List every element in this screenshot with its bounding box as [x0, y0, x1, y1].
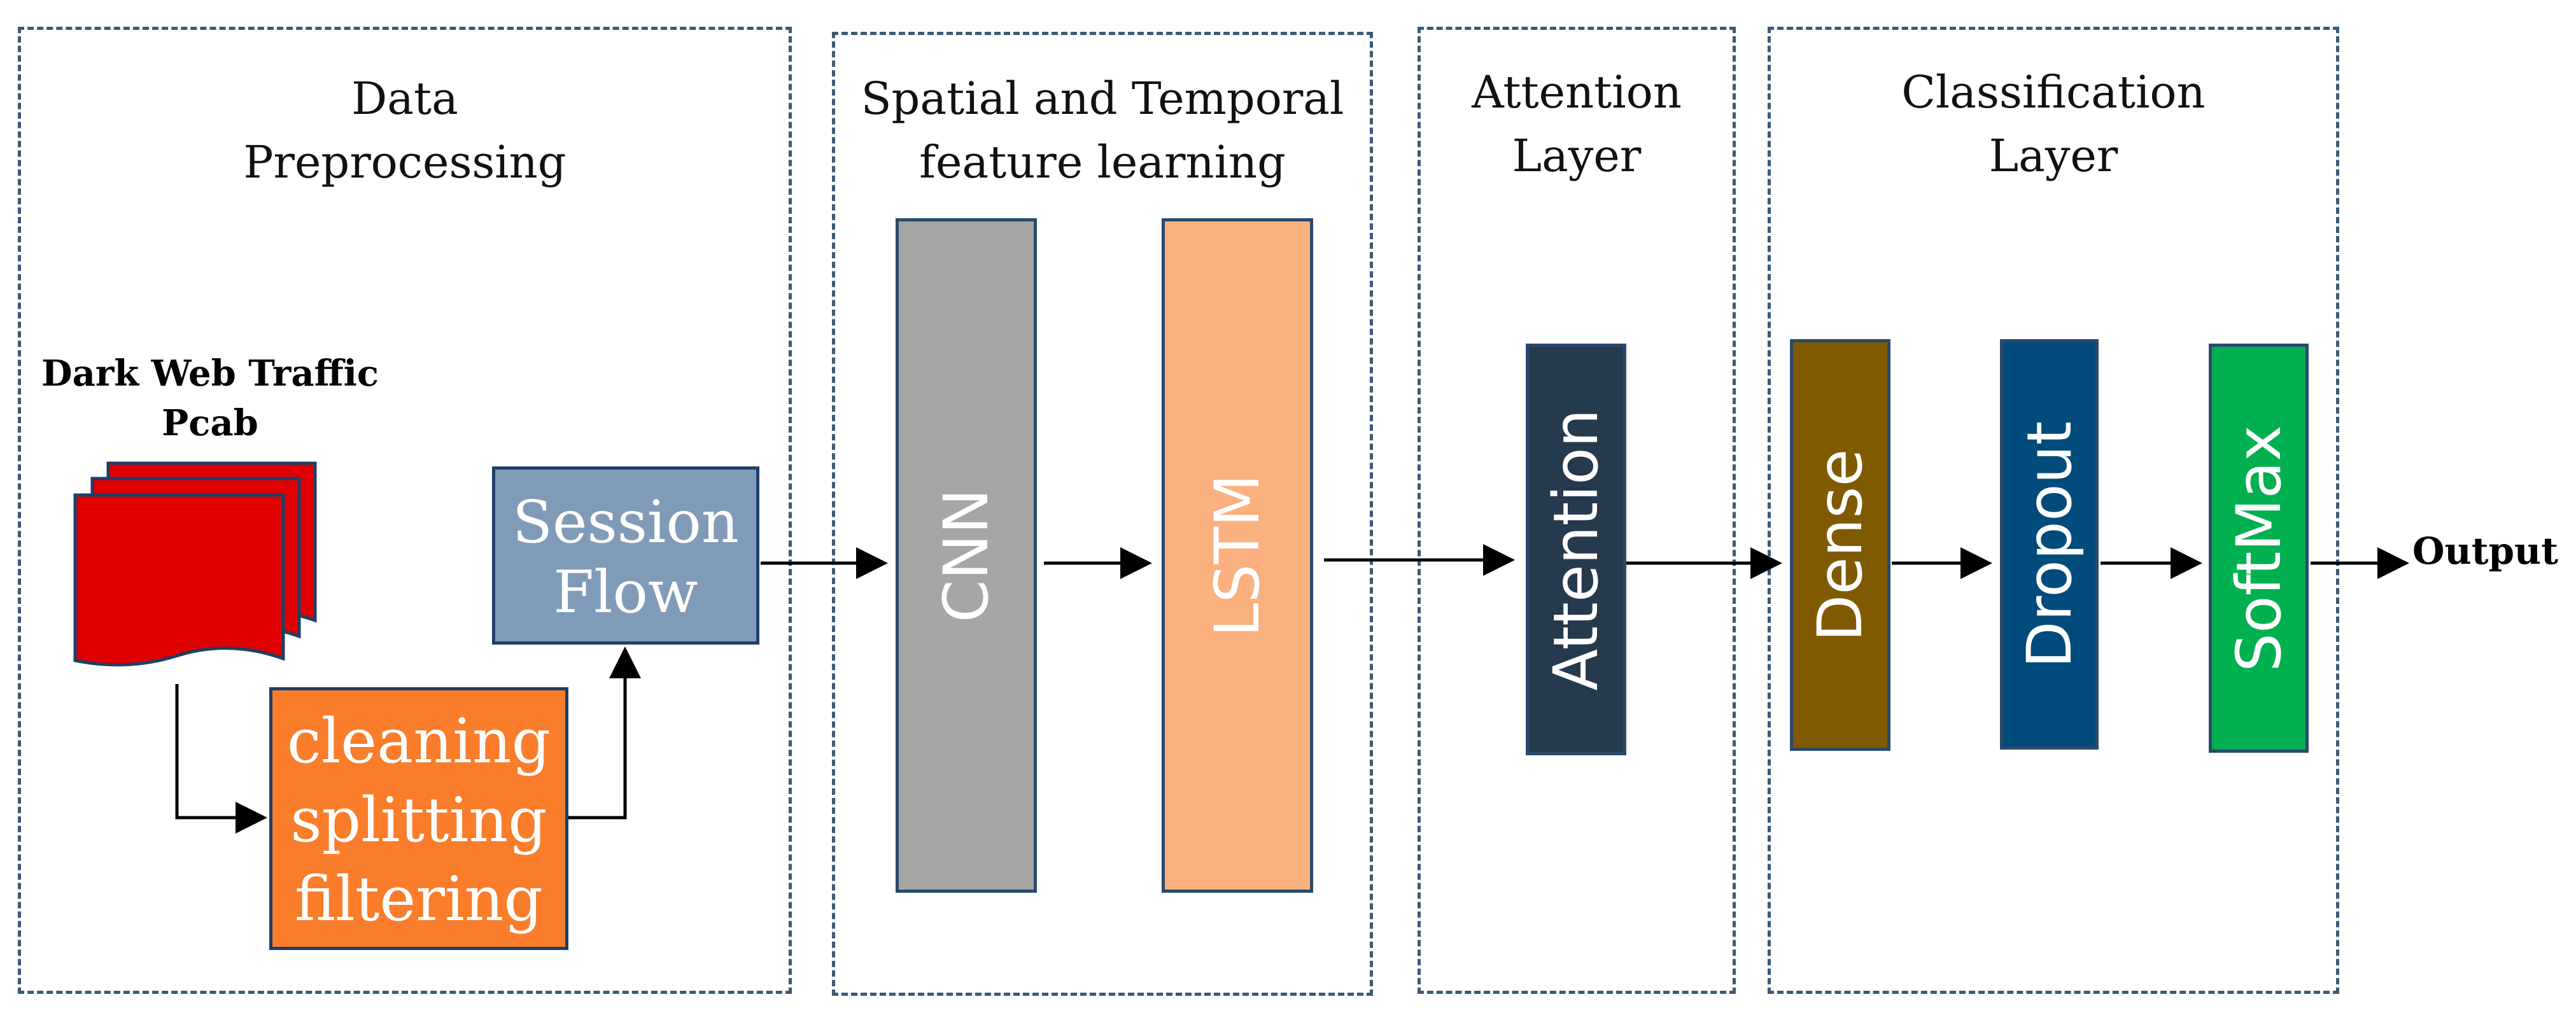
- session-flow-label: Session Flow: [512, 488, 739, 626]
- lstm-block: LSTM: [1162, 218, 1313, 893]
- input-title: Dark Web Traffic Pcab: [41, 353, 379, 444]
- cnn-block: CNN: [896, 218, 1037, 893]
- softmax-block: SoftMax: [2209, 344, 2309, 753]
- section-title-classification-layer: Classification Layer: [1901, 66, 2206, 182]
- dense-block: Dense: [1790, 339, 1890, 751]
- section-attention-layer: Attention Layer: [1418, 27, 1736, 994]
- cleaning-splitting-filtering-block: cleaning splitting filtering: [269, 687, 568, 950]
- document-layer-front: [73, 493, 285, 667]
- section-title-attention-layer: Attention Layer: [1472, 66, 1682, 182]
- attention-block: Attention: [1526, 344, 1626, 755]
- output-label: Output: [2412, 529, 2558, 573]
- dropout-block: Dropout: [2000, 339, 2099, 750]
- arrow-cleaning-to-session-flow: [568, 646, 641, 820]
- session-flow-block: Session Flow: [492, 466, 759, 645]
- section-title-spatial-temporal: Spatial and Temporal feature learning: [861, 73, 1344, 188]
- section-spatial-temporal: Spatial and Temporal feature learning: [832, 32, 1373, 996]
- section-classification-layer: Classification Layer: [1768, 27, 2339, 994]
- section-title-data-preprocessing: Data Preprocessing: [243, 73, 567, 188]
- section-data-preprocessing: Data Preprocessing: [18, 27, 792, 994]
- arrow-pcab-to-cleaning: [175, 684, 267, 834]
- document-stack-icon: [73, 461, 317, 667]
- cleaning-label: cleaning splitting filtering: [286, 706, 551, 935]
